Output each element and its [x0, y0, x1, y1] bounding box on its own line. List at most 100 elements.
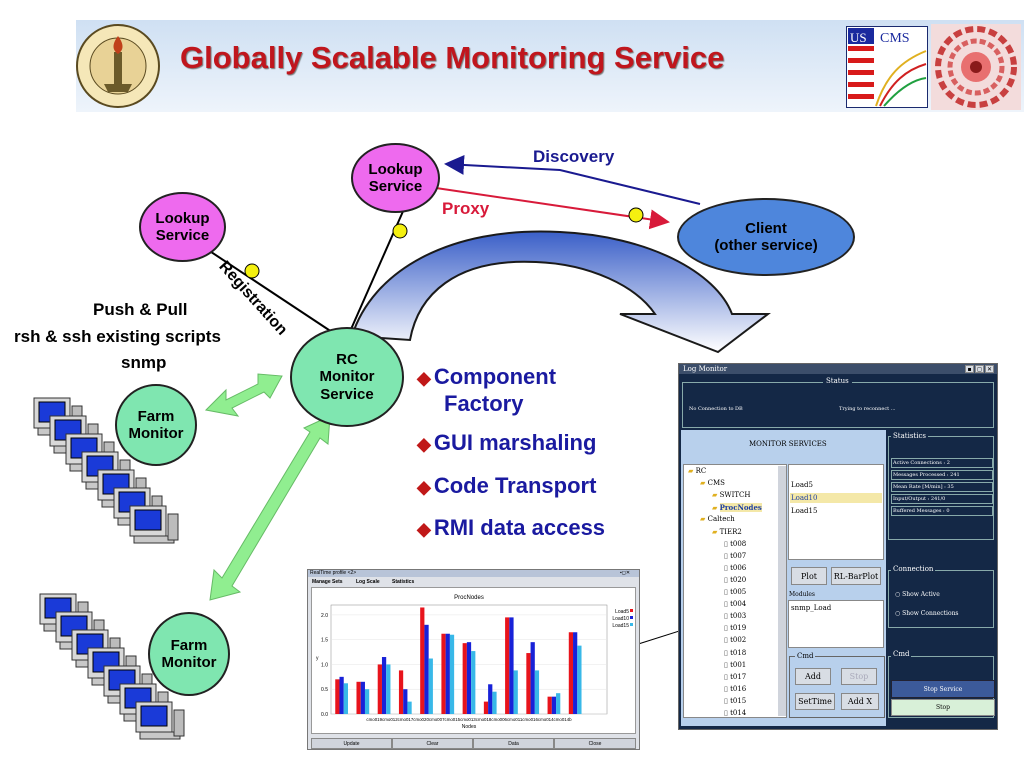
close-chart-button[interactable]: Close: [554, 738, 636, 749]
plot-button[interactable]: Plot: [791, 567, 827, 585]
tree-item[interactable]: ▯ t005: [724, 588, 746, 596]
diamond-icon: ◆: [417, 477, 431, 497]
bar-load15-cmo017: [386, 664, 391, 714]
tree-item[interactable]: ▯ t004: [724, 600, 746, 608]
show-active-radio[interactable]: ○ Show Active: [895, 591, 940, 598]
bar-load15-cmo018: [492, 691, 497, 714]
tree-item-label: SWITCH: [719, 491, 751, 500]
chart-window-title: RealTime profile <2>: [310, 570, 357, 576]
file-icon: ▯: [724, 660, 731, 669]
add-button[interactable]: Add: [795, 668, 831, 685]
bar-load5-cmo020: [398, 670, 404, 714]
stop-button[interactable]: Stop: [891, 699, 995, 716]
settime-button[interactable]: SetTime: [795, 693, 835, 710]
tree-item[interactable]: ▯ t001: [724, 661, 746, 669]
bar-load10-cmo012: [360, 681, 365, 714]
clear-button[interactable]: Clear: [392, 738, 473, 749]
tree-item[interactable]: ▯ t015: [724, 697, 746, 705]
tree-item[interactable]: ▰ RC: [688, 467, 706, 475]
snmp-label: snmp: [121, 353, 167, 372]
legend-entry: Load5: [615, 609, 629, 615]
connection-title: Connection: [891, 565, 936, 573]
tree-item[interactable]: ▯ t019: [724, 624, 746, 632]
minimize-button[interactable]: ▪: [965, 365, 974, 373]
file-icon: ▯: [724, 636, 731, 645]
rl-barplot-button[interactable]: RL-BarPlot: [831, 567, 881, 585]
stop-service-button[interactable]: Stop Service: [891, 680, 995, 698]
tree-item[interactable]: ▰ CMS: [700, 479, 725, 487]
file-icon: ▯: [724, 709, 731, 717]
legend-swatch: [630, 623, 633, 626]
load-item-selected[interactable]: Load10: [791, 494, 818, 502]
tree-item[interactable]: ▯ t003: [724, 612, 746, 620]
bar-load5-cmo015: [441, 633, 446, 714]
tree-item[interactable]: ▯ t014: [724, 709, 746, 717]
tree-item-label: t020: [730, 575, 747, 584]
cmd-box: [789, 656, 885, 718]
farm-monitor-top: Farm Monitor: [115, 384, 197, 466]
bar-load15-cmo019: [343, 683, 348, 714]
tree-item[interactable]: ▯ t017: [724, 673, 746, 681]
load-item-highlight: [790, 493, 882, 503]
statistic-row: Mean Rate [M/min] : 35: [891, 482, 993, 492]
tree-item[interactable]: ▰ TIER2: [712, 528, 742, 536]
x-axis-label: Nodes: [462, 724, 477, 730]
load-list[interactable]: Load5 Load10 Load15: [788, 464, 884, 560]
bullet-text: Component: [433, 364, 557, 389]
log-monitor-title: Log Monitor: [683, 365, 728, 373]
tab-log-scale[interactable]: Log Scale: [356, 579, 380, 585]
bar-load5-cmo017: [377, 664, 382, 714]
stop-small-button[interactable]: Stop: [841, 668, 877, 685]
computer-stack-bottom: [39, 593, 185, 740]
lookup-service-top: Lookup Service: [351, 143, 440, 213]
log-monitor-window: Log Monitor ▪ ◻ ✕ Status No Connection t…: [678, 363, 998, 730]
proxy-label: Proxy: [442, 199, 490, 218]
computer-icon: [135, 701, 185, 740]
chart-title: ProcNodes: [454, 595, 484, 601]
show-connections-radio[interactable]: ○ Show Connections: [895, 610, 959, 617]
modules-list[interactable]: snmp_Load: [788, 600, 884, 648]
tab-manage-sets[interactable]: Manage Sets: [312, 579, 343, 585]
legend-swatch: [630, 609, 633, 612]
bar-load5-cmo013: [462, 643, 467, 714]
tree-item[interactable]: ▰ Caltech: [700, 515, 735, 523]
add-x-button[interactable]: Add X: [841, 693, 879, 710]
close-button[interactable]: ✕: [985, 365, 994, 373]
discovery-arrow: [444, 154, 701, 205]
tree-item[interactable]: ▯ t002: [724, 636, 746, 644]
tree-item[interactable]: ▯ t007: [724, 552, 746, 560]
file-icon: ▯: [724, 563, 731, 572]
tree-item[interactable]: ▯ t016: [724, 685, 746, 693]
module-item[interactable]: snmp_Load: [791, 604, 832, 612]
service-tree[interactable]: ▰ RC ▰ CMS ▰ SWITCH ▰ ProcNodes ▰ Caltech ▰ T…: [683, 464, 787, 718]
status-panel: [682, 382, 994, 428]
diamond-icon: ◆: [417, 368, 431, 388]
tree-item[interactable]: ▯ t018: [724, 649, 746, 657]
load-item[interactable]: Load5: [791, 481, 813, 489]
statistic-row: Active Connections : 2: [891, 458, 993, 468]
tree-scrollbar[interactable]: [778, 466, 786, 716]
tree-item[interactable]: ▯ t020: [724, 576, 746, 584]
tree-item[interactable]: ▯ t008: [724, 540, 746, 548]
update-button[interactable]: Update: [311, 738, 392, 749]
tab-statistics[interactable]: Statistics: [392, 579, 415, 585]
load-item[interactable]: Load15: [791, 507, 818, 515]
discovery-label: Discovery: [533, 147, 615, 166]
data-button[interactable]: Data: [473, 738, 554, 749]
tree-item-label: TIER2: [719, 527, 742, 536]
maximize-button[interactable]: ◻: [975, 365, 984, 373]
realtime-profile-window: RealTime profile <2> ▪◻✕ Manage Sets Log…: [307, 569, 640, 750]
y-axis-label: y: [316, 656, 319, 662]
tree-item-label: RC: [695, 467, 707, 475]
file-icon: ▯: [724, 551, 731, 560]
tree-item[interactable]: ▰ SWITCH: [712, 491, 751, 499]
tree-item[interactable]: ▯ t006: [724, 564, 746, 572]
tree-item[interactable]: ▰ ProcNodes: [712, 503, 762, 513]
show-connections-label: Show Connections: [902, 610, 959, 617]
bar-load15-cmo012: [364, 689, 370, 714]
chart-titlebar: [308, 570, 639, 577]
folder-icon: ▰: [688, 467, 696, 475]
connector-dot: [392, 223, 408, 239]
push-pull-label: Push & Pull: [93, 300, 188, 319]
chart-window-controls[interactable]: ▪◻✕: [620, 570, 631, 576]
